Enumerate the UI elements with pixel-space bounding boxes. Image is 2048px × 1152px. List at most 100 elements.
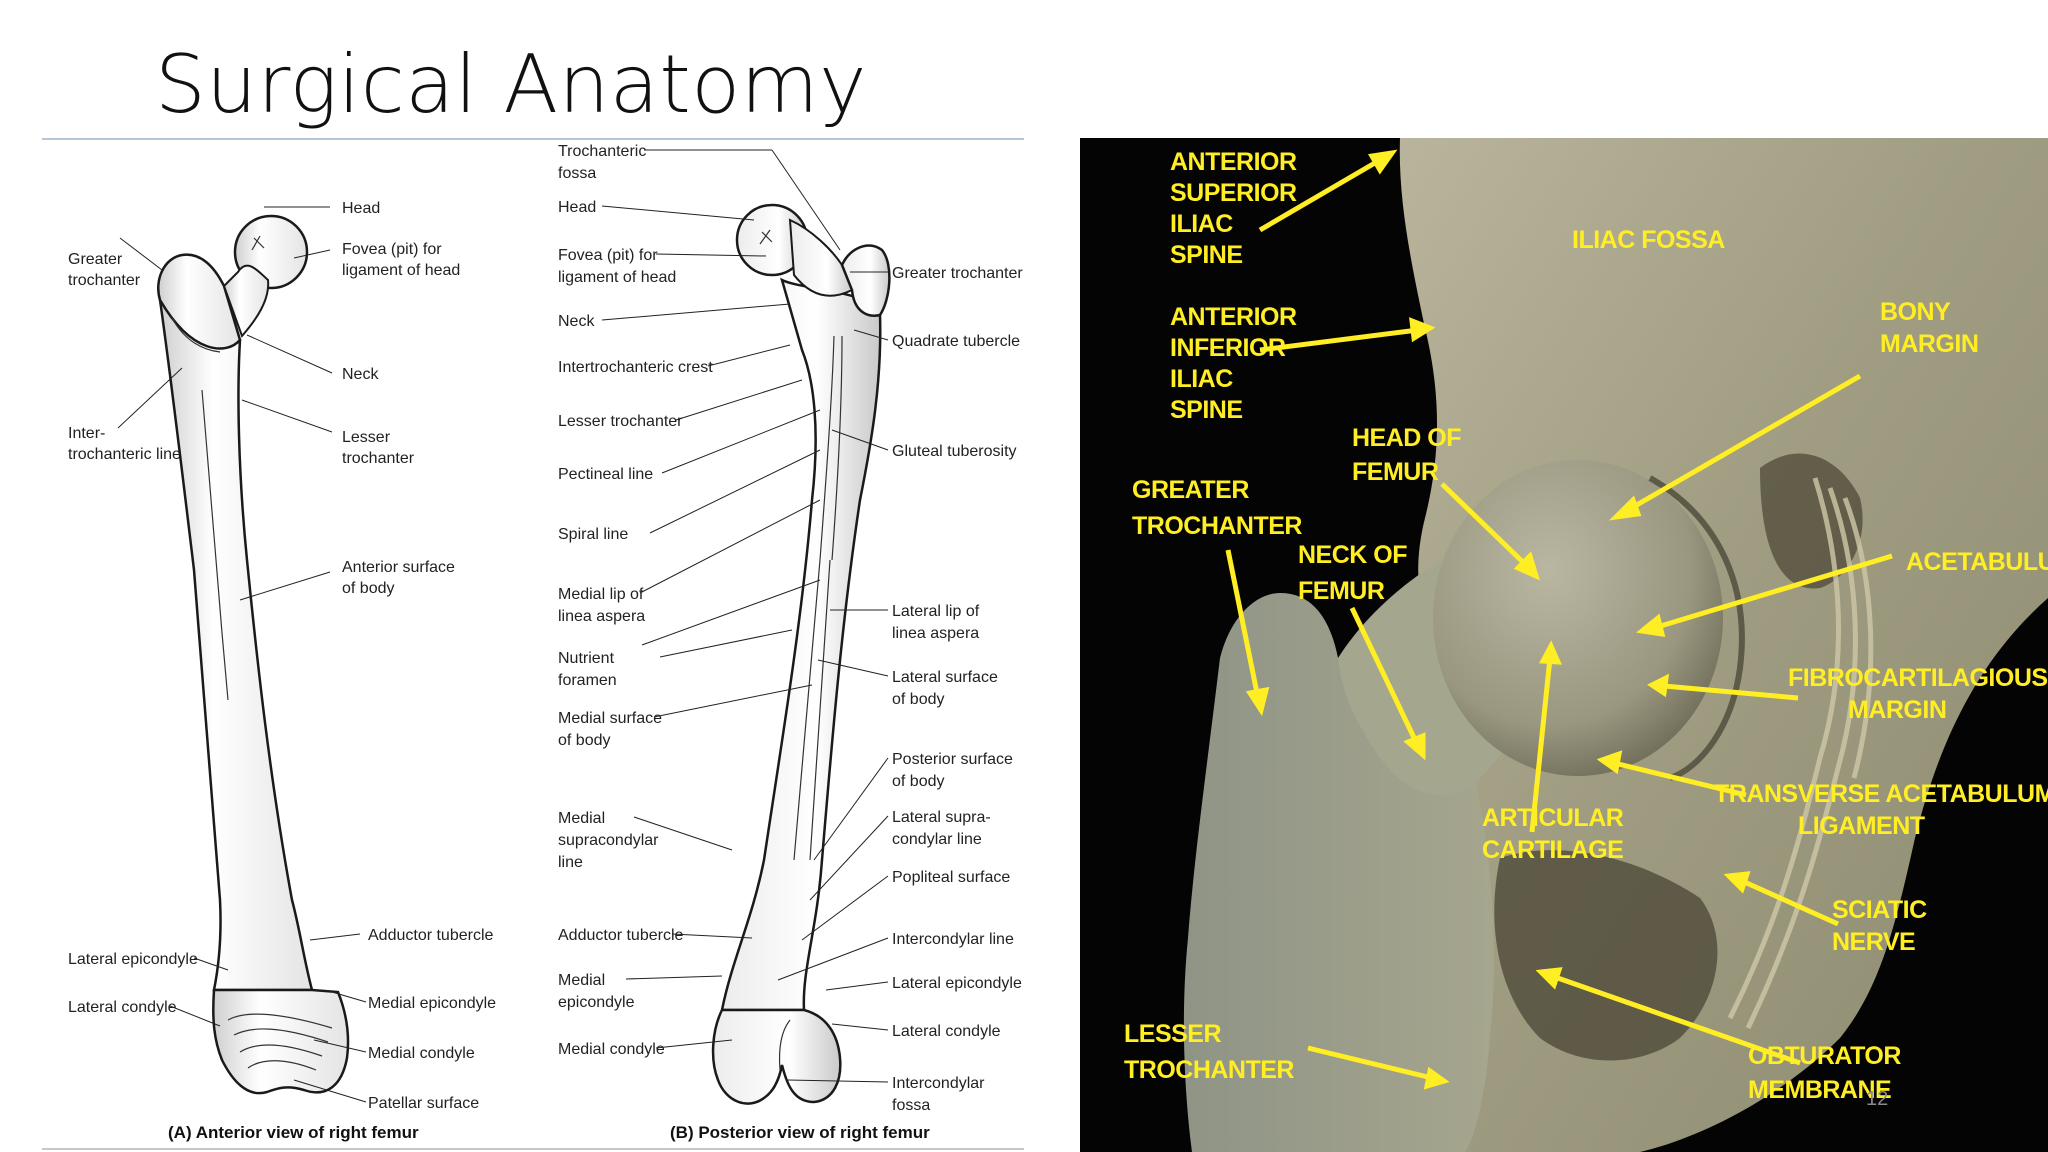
label-lesser-troch-1: LESSER: [1124, 1020, 1221, 1048]
label-a-inter-line-1: Inter-: [68, 425, 105, 442]
label-a-neck: Neck: [342, 366, 379, 383]
label-a-anterior-surface-2: of body: [342, 580, 394, 597]
label-b-lateral-lip-2: linea aspera: [892, 625, 979, 642]
label-b-lateral-surface-1: Lateral surface: [892, 669, 998, 686]
label-a-patellar-surface: Patellar surface: [368, 1095, 479, 1112]
femur-anterior-drawing: [157, 214, 350, 1095]
label-b-medial-supra-3: line: [558, 854, 583, 871]
label-b-lateral-surface-2: of body: [892, 691, 944, 708]
label-a-lateral-condyle: Lateral condyle: [68, 999, 177, 1016]
label-a-adductor-tubercle: Adductor tubercle: [368, 927, 494, 944]
label-aiis-4: SPINE: [1170, 396, 1243, 424]
femur-posterior-labels-left: Trochanteric fossa Head Fovea (pit) for …: [558, 143, 713, 1058]
femur-posterior-labels-right: Greater trochanter Quadrate tubercle Glu…: [892, 265, 1023, 1114]
femur-diagram-panel: Head Fovea (pit) for ligament of head Gr…: [42, 140, 1024, 1148]
label-bony-margin-2: MARGIN: [1880, 330, 1978, 358]
label-b-lesser-troch: Lesser trochanter: [558, 413, 683, 430]
label-a-medial-condyle: Medial condyle: [368, 1045, 475, 1062]
label-a-greater-troch-1: Greater: [68, 251, 123, 268]
label-neck-of-femur-1: NECK OF: [1298, 541, 1407, 569]
label-sciatic-2: NERVE: [1832, 928, 1915, 956]
label-head-of-femur-2: FEMUR: [1352, 458, 1439, 486]
label-obturator-2: MEMBRANE: [1748, 1076, 1891, 1104]
label-greater-troch-2: TROCHANTER: [1132, 512, 1302, 540]
label-a-fovea-2: ligament of head: [342, 262, 460, 279]
label-b-medial-condyle: Medial condyle: [558, 1041, 665, 1058]
label-a-lateral-epicondyle: Lateral epicondyle: [68, 951, 198, 968]
label-b-medial-lip-1: Medial lip of: [558, 586, 644, 603]
title-divider: [42, 138, 1024, 140]
label-b-lateral-epicondyle: Lateral epicondyle: [892, 975, 1022, 992]
label-b-nutrient-2: foramen: [558, 672, 617, 689]
label-b-medial-surface-2: of body: [558, 732, 610, 749]
label-b-lateral-condyle: Lateral condyle: [892, 1023, 1001, 1040]
label-b-neck: Neck: [558, 313, 595, 330]
label-b-troch-fossa-2: fossa: [558, 165, 596, 182]
label-b-lateral-lip-1: Lateral lip of: [892, 603, 980, 620]
label-b-troch-fossa-1: Trochanteric: [558, 143, 646, 160]
label-bony-margin-1: BONY: [1880, 298, 1951, 326]
label-obturator-1: OBTURATOR: [1748, 1042, 1901, 1070]
label-a-lesser-troch-2: trochanter: [342, 450, 415, 467]
label-b-fovea-1: Fovea (pit) for: [558, 247, 658, 264]
obturator-region: [1494, 850, 1718, 1061]
label-b-greater-troch: Greater trochanter: [892, 265, 1023, 282]
label-b-nutrient-1: Nutrient: [558, 650, 615, 667]
label-b-medial-surface-1: Medial surface: [558, 710, 662, 727]
femur-diagram: Head Fovea (pit) for ligament of head Gr…: [68, 143, 1023, 1142]
label-b-adductor-tubercle: Adductor tubercle: [558, 927, 684, 944]
label-aiis-3: ILIAC: [1170, 365, 1233, 393]
label-lesser-troch-2: TROCHANTER: [1124, 1056, 1294, 1084]
acetabular-rim: [1648, 475, 1745, 781]
femur-posterior-leaders: [601, 149, 889, 1083]
label-sciatic-1: SCIATIC: [1832, 896, 1927, 924]
label-b-intercondylar-fossa-1: Intercondylar: [892, 1075, 985, 1092]
label-b-medial-supra-2: supracondylar: [558, 832, 659, 849]
hip-dissection-photo: ANTERIOR SUPERIOR ILIAC SPINE ANTERIOR I…: [1080, 138, 2048, 1152]
femoral-head: [1433, 460, 1723, 776]
hip-dissection-illustration: ANTERIOR SUPERIOR ILIAC SPINE ANTERIOR I…: [1124, 138, 2048, 1152]
label-b-lateral-supra-2: condylar line: [892, 831, 982, 848]
label-a-medial-epicondyle: Medial epicondyle: [368, 995, 496, 1012]
label-b-posterior-surface-1: Posterior surface: [892, 751, 1013, 768]
annotation-arrows: [1225, 149, 1893, 1090]
label-asis-3: ILIAC: [1170, 210, 1233, 238]
label-b-medial-epicondyle-2: epicondyle: [558, 994, 635, 1011]
label-b-intercondylar-line: Intercondylar line: [892, 931, 1014, 948]
femur-posterior-detail: [759, 229, 843, 1071]
pelvic-shadow: [1760, 453, 1863, 589]
label-b-posterior-surface-2: of body: [892, 773, 944, 790]
label-articular-2: CARTILAGE: [1482, 836, 1623, 864]
label-b-spiral-line: Spiral line: [558, 526, 628, 543]
label-b-popliteal-surface: Popliteal surface: [892, 869, 1010, 886]
femur-anterior-leaders: [117, 206, 367, 1103]
label-aiis-2: INFERIOR: [1170, 334, 1286, 362]
caption-posterior-view: (B) Posterior view of right femur: [670, 1123, 930, 1142]
label-neck-of-femur-2: FEMUR: [1298, 577, 1385, 605]
label-b-pectineal-line: Pectineal line: [558, 466, 653, 483]
label-asis-2: SUPERIOR: [1170, 179, 1297, 207]
label-asis-1: ANTERIOR: [1170, 148, 1297, 176]
label-b-intertroch-crest: Intertrochanteric crest: [558, 359, 713, 376]
label-a-greater-troch-2: trochanter: [68, 272, 141, 289]
label-b-medial-lip-2: linea aspera: [558, 608, 645, 625]
slide-title: Surgical Anatomy: [155, 38, 867, 131]
label-a-head: Head: [342, 200, 380, 217]
label-a-inter-line-2: trochanteric line: [68, 446, 181, 463]
label-tal-2: LIGAMENT: [1798, 812, 1925, 840]
label-aiis-1: ANTERIOR: [1170, 303, 1297, 331]
label-acetabulum: ACETABULUM: [1906, 548, 2048, 576]
femur-posterior-drawing: [711, 203, 891, 1105]
label-b-medial-epicondyle-1: Medial: [558, 972, 605, 989]
label-articular-1: ARTICULAR: [1482, 804, 1624, 832]
label-b-medial-supra-1: Medial: [558, 810, 605, 827]
label-a-lesser-troch-1: Lesser: [342, 429, 391, 446]
label-b-lateral-supra-1: Lateral supra-: [892, 809, 991, 826]
label-fibro-1: FIBROCARTILAGIOUS: [1788, 664, 2048, 692]
femur-anterior-detail: [171, 235, 333, 1071]
label-b-quadrate-tubercle: Quadrate tubercle: [892, 333, 1020, 350]
label-a-anterior-surface-1: Anterior surface: [342, 559, 455, 576]
label-a-fovea-1: Fovea (pit) for: [342, 241, 442, 258]
slide-number: 12: [1866, 1088, 1889, 1110]
femur-anterior-labels: Head Fovea (pit) for ligament of head Gr…: [68, 200, 496, 1112]
